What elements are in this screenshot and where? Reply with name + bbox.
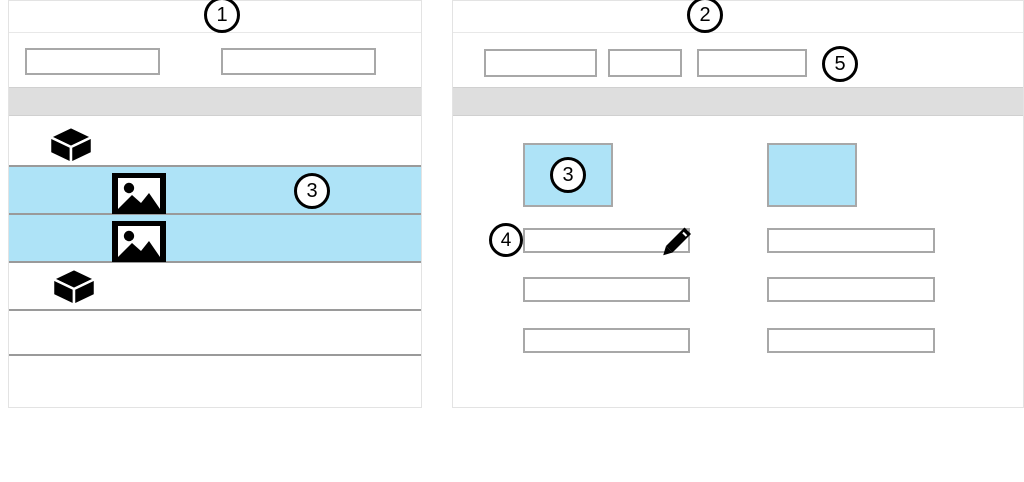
callout-4-label: 4 (500, 229, 512, 251)
right-column-header-label (453, 88, 1023, 102)
cube-icon (47, 125, 95, 165)
field-left-2-value (525, 279, 688, 287)
image-icon (110, 171, 168, 216)
thumbnail-preview-right-label (769, 145, 855, 153)
left-toolbar-button-1[interactable] (25, 48, 160, 75)
callout-3-list-label: 3 (306, 180, 318, 202)
image-icon (110, 219, 168, 264)
field-right-2-value (769, 279, 933, 287)
right-toolbar-button-3-label (699, 51, 805, 61)
callout-3-list: 3 (294, 173, 330, 209)
list-item[interactable] (9, 356, 421, 407)
pencil-icon[interactable] (660, 224, 694, 258)
callout-5: 5 (822, 46, 858, 82)
right-column-header (453, 87, 1023, 116)
field-right-3[interactable] (767, 328, 935, 353)
right-panel-title-bar (453, 1, 1023, 33)
cube-icon (50, 267, 98, 307)
callout-1: 1 (204, 0, 240, 33)
left-column-header-label (9, 88, 421, 102)
list-item[interactable] (9, 263, 421, 311)
right-panel-title (453, 1, 1023, 17)
field-right-1[interactable] (767, 228, 935, 253)
thumbnail-preview-left-label (525, 145, 611, 153)
left-toolbar-button-2[interactable] (221, 48, 376, 75)
right-toolbar-button-2-label (610, 51, 680, 61)
field-right-2[interactable] (767, 277, 935, 302)
thumbnail-preview-right[interactable] (767, 143, 857, 207)
right-toolbar-button-3[interactable] (697, 49, 807, 77)
right-toolbar-button-2[interactable] (608, 49, 682, 77)
callout-2-label: 2 (699, 4, 711, 26)
left-column-header (9, 87, 421, 116)
field-right-1-value (769, 230, 933, 238)
field-left-3[interactable] (523, 328, 690, 353)
right-toolbar-button-1-label (486, 51, 595, 61)
list-item[interactable] (9, 167, 421, 215)
callout-5-label: 5 (834, 53, 846, 75)
callout-3-thumb-label: 3 (562, 164, 574, 186)
callout-2: 2 (687, 0, 723, 33)
field-right-3-value (769, 330, 933, 338)
list-item[interactable] (9, 215, 421, 263)
callout-4: 4 (489, 223, 523, 257)
list-item[interactable] (9, 311, 421, 356)
list-item[interactable] (9, 116, 421, 167)
left-toolbar-button-1-label (27, 50, 158, 60)
left-toolbar-button-2-label (223, 50, 374, 60)
callout-1-label: 1 (216, 4, 228, 26)
right-toolbar-button-1[interactable] (484, 49, 597, 77)
field-left-1[interactable] (523, 228, 690, 253)
callout-3-thumb: 3 (550, 157, 586, 193)
field-left-2[interactable] (523, 277, 690, 302)
field-left-3-value (525, 330, 688, 338)
